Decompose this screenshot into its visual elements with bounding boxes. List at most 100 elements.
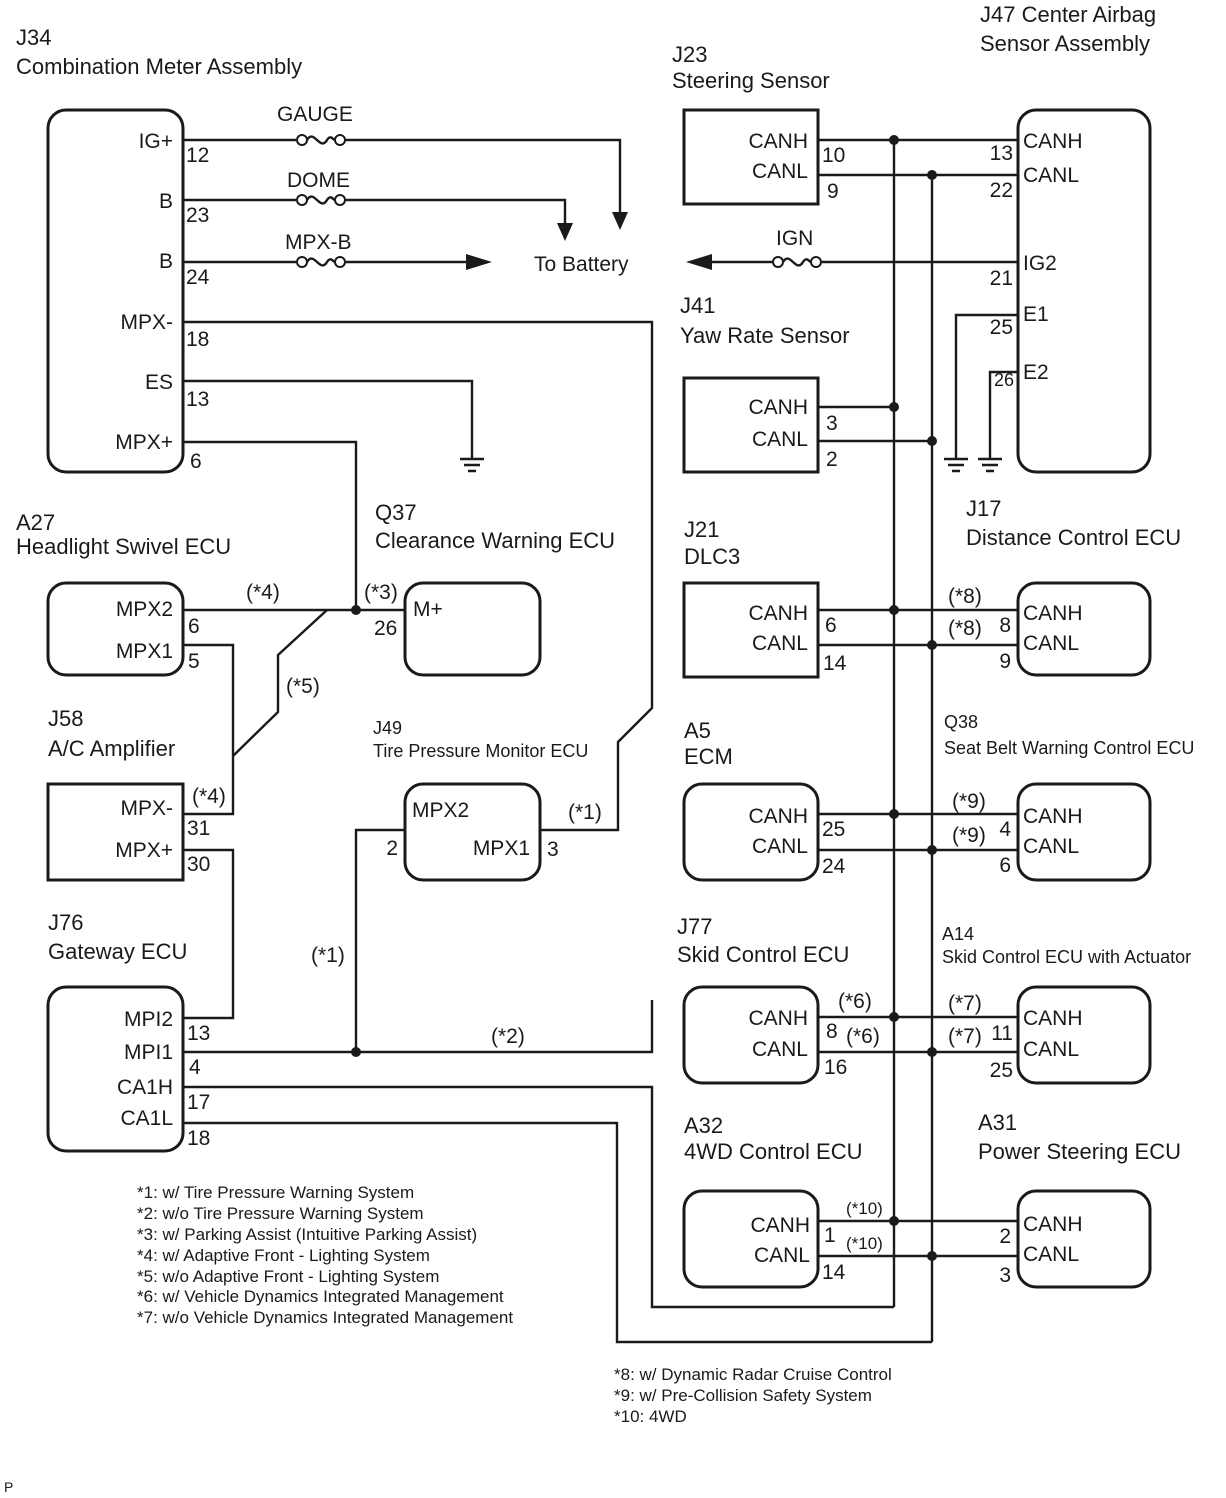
j76-sig-mpi1: MPI1 bbox=[124, 1041, 173, 1064]
j49-code: J49 bbox=[373, 718, 402, 738]
q38-box bbox=[1016, 782, 1152, 882]
pin-number: 9 bbox=[827, 180, 839, 203]
j58-box bbox=[46, 782, 185, 882]
pin-number: 3 bbox=[999, 1264, 1011, 1287]
pin-number: 2 bbox=[999, 1225, 1011, 1248]
notes-left: *1: w/ Tire Pressure Warning System *2: … bbox=[137, 1183, 513, 1327]
j41-box bbox=[682, 376, 820, 474]
j49-sig-mpx2: MPX2 bbox=[412, 799, 469, 822]
wire-j47-e2 bbox=[988, 370, 1018, 458]
pin-number: 11 bbox=[991, 1022, 1013, 1045]
j41-sig-canh: CANH bbox=[748, 396, 808, 419]
a5-code: A5 bbox=[684, 718, 711, 743]
note-line: *7: w/o Vehicle Dynamics Integrated Mana… bbox=[137, 1308, 513, 1327]
j34-sig-mpxp: MPX+ bbox=[115, 431, 173, 454]
j58-code: J58 bbox=[48, 706, 83, 731]
pin-number: 25 bbox=[990, 316, 1013, 339]
option-marker: (*8) bbox=[948, 585, 982, 608]
j49-sig-mpx1: MPX1 bbox=[473, 837, 530, 860]
j49-box bbox=[403, 782, 542, 882]
pin-number: 24 bbox=[186, 266, 210, 289]
pin-number: 14 bbox=[823, 652, 847, 675]
j17-code: J17 bbox=[966, 496, 1001, 521]
wires bbox=[183, 138, 1018, 1344]
option-marker: (*1) bbox=[311, 944, 345, 967]
j76-code: J76 bbox=[48, 910, 83, 935]
j76-sig-mpi2: MPI2 bbox=[124, 1008, 173, 1031]
pin-number: 17 bbox=[187, 1091, 210, 1114]
pin-number: 26 bbox=[994, 370, 1014, 390]
note-line: *8: w/ Dynamic Radar Cruise Control bbox=[614, 1365, 892, 1384]
q37-sig-mplus: M+ bbox=[413, 598, 443, 621]
pin-number: 6 bbox=[190, 450, 202, 473]
pin-number: 21 bbox=[990, 267, 1013, 290]
pin-number: 6 bbox=[188, 615, 200, 638]
j34-code: J34 bbox=[16, 25, 51, 50]
a32-sig-canl: CANL bbox=[754, 1244, 810, 1267]
a31-box bbox=[1016, 1189, 1152, 1289]
wire-dome bbox=[183, 198, 567, 225]
pin-number: 14 bbox=[822, 1261, 846, 1284]
corner-mark: P bbox=[4, 1479, 13, 1495]
q37-name: Clearance Warning ECU bbox=[375, 528, 615, 553]
j17-box bbox=[1016, 581, 1152, 677]
component-titles: J34 Combination Meter Assembly J47 Cente… bbox=[16, 2, 1194, 1164]
arrow-down-icon bbox=[612, 212, 628, 230]
pin-number: 13 bbox=[186, 388, 209, 411]
j21-sig-canh: CANH bbox=[748, 602, 808, 625]
wire-j76-mpi1 bbox=[183, 1000, 654, 1054]
option-marker: (*7) bbox=[948, 992, 982, 1015]
pin-number: 6 bbox=[999, 854, 1011, 877]
arrow-left-icon bbox=[686, 254, 712, 270]
j17-name: Distance Control ECU bbox=[966, 525, 1181, 550]
j21-box bbox=[682, 581, 820, 679]
fuse-dome-icon bbox=[296, 194, 346, 206]
pin-number: 9 bbox=[999, 650, 1011, 673]
j77-name: Skid Control ECU bbox=[677, 942, 849, 967]
a5-name: ECM bbox=[684, 744, 733, 769]
wire-ca1h bbox=[183, 1085, 894, 1309]
pin-number: 2 bbox=[386, 837, 398, 860]
j77-code: J77 bbox=[677, 914, 712, 939]
j49-name: Tire Pressure Monitor ECU bbox=[373, 741, 588, 761]
j21-name: DLC3 bbox=[684, 544, 740, 569]
a27-name: Headlight Swivel ECU bbox=[16, 534, 231, 559]
a5-sig-canh: CANH bbox=[748, 805, 808, 828]
a5-box bbox=[682, 782, 820, 882]
a27-code: A27 bbox=[16, 510, 55, 535]
j34-sig-es: ES bbox=[145, 371, 173, 394]
pin-number: 31 bbox=[187, 817, 210, 840]
j76-sig-ca1l: CA1L bbox=[120, 1107, 173, 1130]
junction-dots bbox=[351, 135, 937, 1261]
a14-name: Skid Control ECU with Actuator bbox=[942, 947, 1191, 967]
wire-j58-mpxp bbox=[183, 848, 235, 1020]
fuse-gauge-icon bbox=[296, 134, 346, 146]
pin-number: 3 bbox=[547, 838, 559, 861]
j58-sig-mpxp: MPX+ bbox=[115, 839, 173, 862]
j34-sig-igp: IG+ bbox=[139, 130, 173, 153]
note-line: *9: w/ Pre-Collision Safety System bbox=[614, 1386, 872, 1405]
option-marker: (*5) bbox=[286, 675, 320, 698]
option-marker: (*3) bbox=[364, 581, 398, 604]
j23-sig-canh: CANH bbox=[748, 130, 808, 153]
option-marker: (*10) bbox=[846, 1199, 883, 1218]
option-marker: (*9) bbox=[952, 790, 986, 813]
j76-sig-ca1h: CA1H bbox=[117, 1076, 173, 1099]
a14-sig-canl: CANL bbox=[1023, 1038, 1079, 1061]
component-boxes bbox=[46, 108, 1152, 1289]
pin-number: 13 bbox=[187, 1022, 210, 1045]
a32-sig-canh: CANH bbox=[750, 1214, 810, 1237]
fuses bbox=[296, 134, 822, 268]
ground-icon bbox=[978, 457, 1002, 473]
q37-code: Q37 bbox=[375, 500, 417, 525]
wire-mpx-plus bbox=[183, 440, 405, 612]
j76-name: Gateway ECU bbox=[48, 939, 187, 964]
a5-sig-canl: CANL bbox=[752, 835, 808, 858]
j23-sig-canl: CANL bbox=[752, 160, 808, 183]
j58-sig-mpxm: MPX- bbox=[121, 797, 174, 820]
j77-box bbox=[682, 985, 820, 1085]
wire-j47-e1 bbox=[954, 313, 1018, 458]
option-marker: (*6) bbox=[838, 990, 872, 1013]
pin-number: 4 bbox=[999, 818, 1011, 841]
a32-name: 4WD Control ECU bbox=[684, 1139, 862, 1164]
